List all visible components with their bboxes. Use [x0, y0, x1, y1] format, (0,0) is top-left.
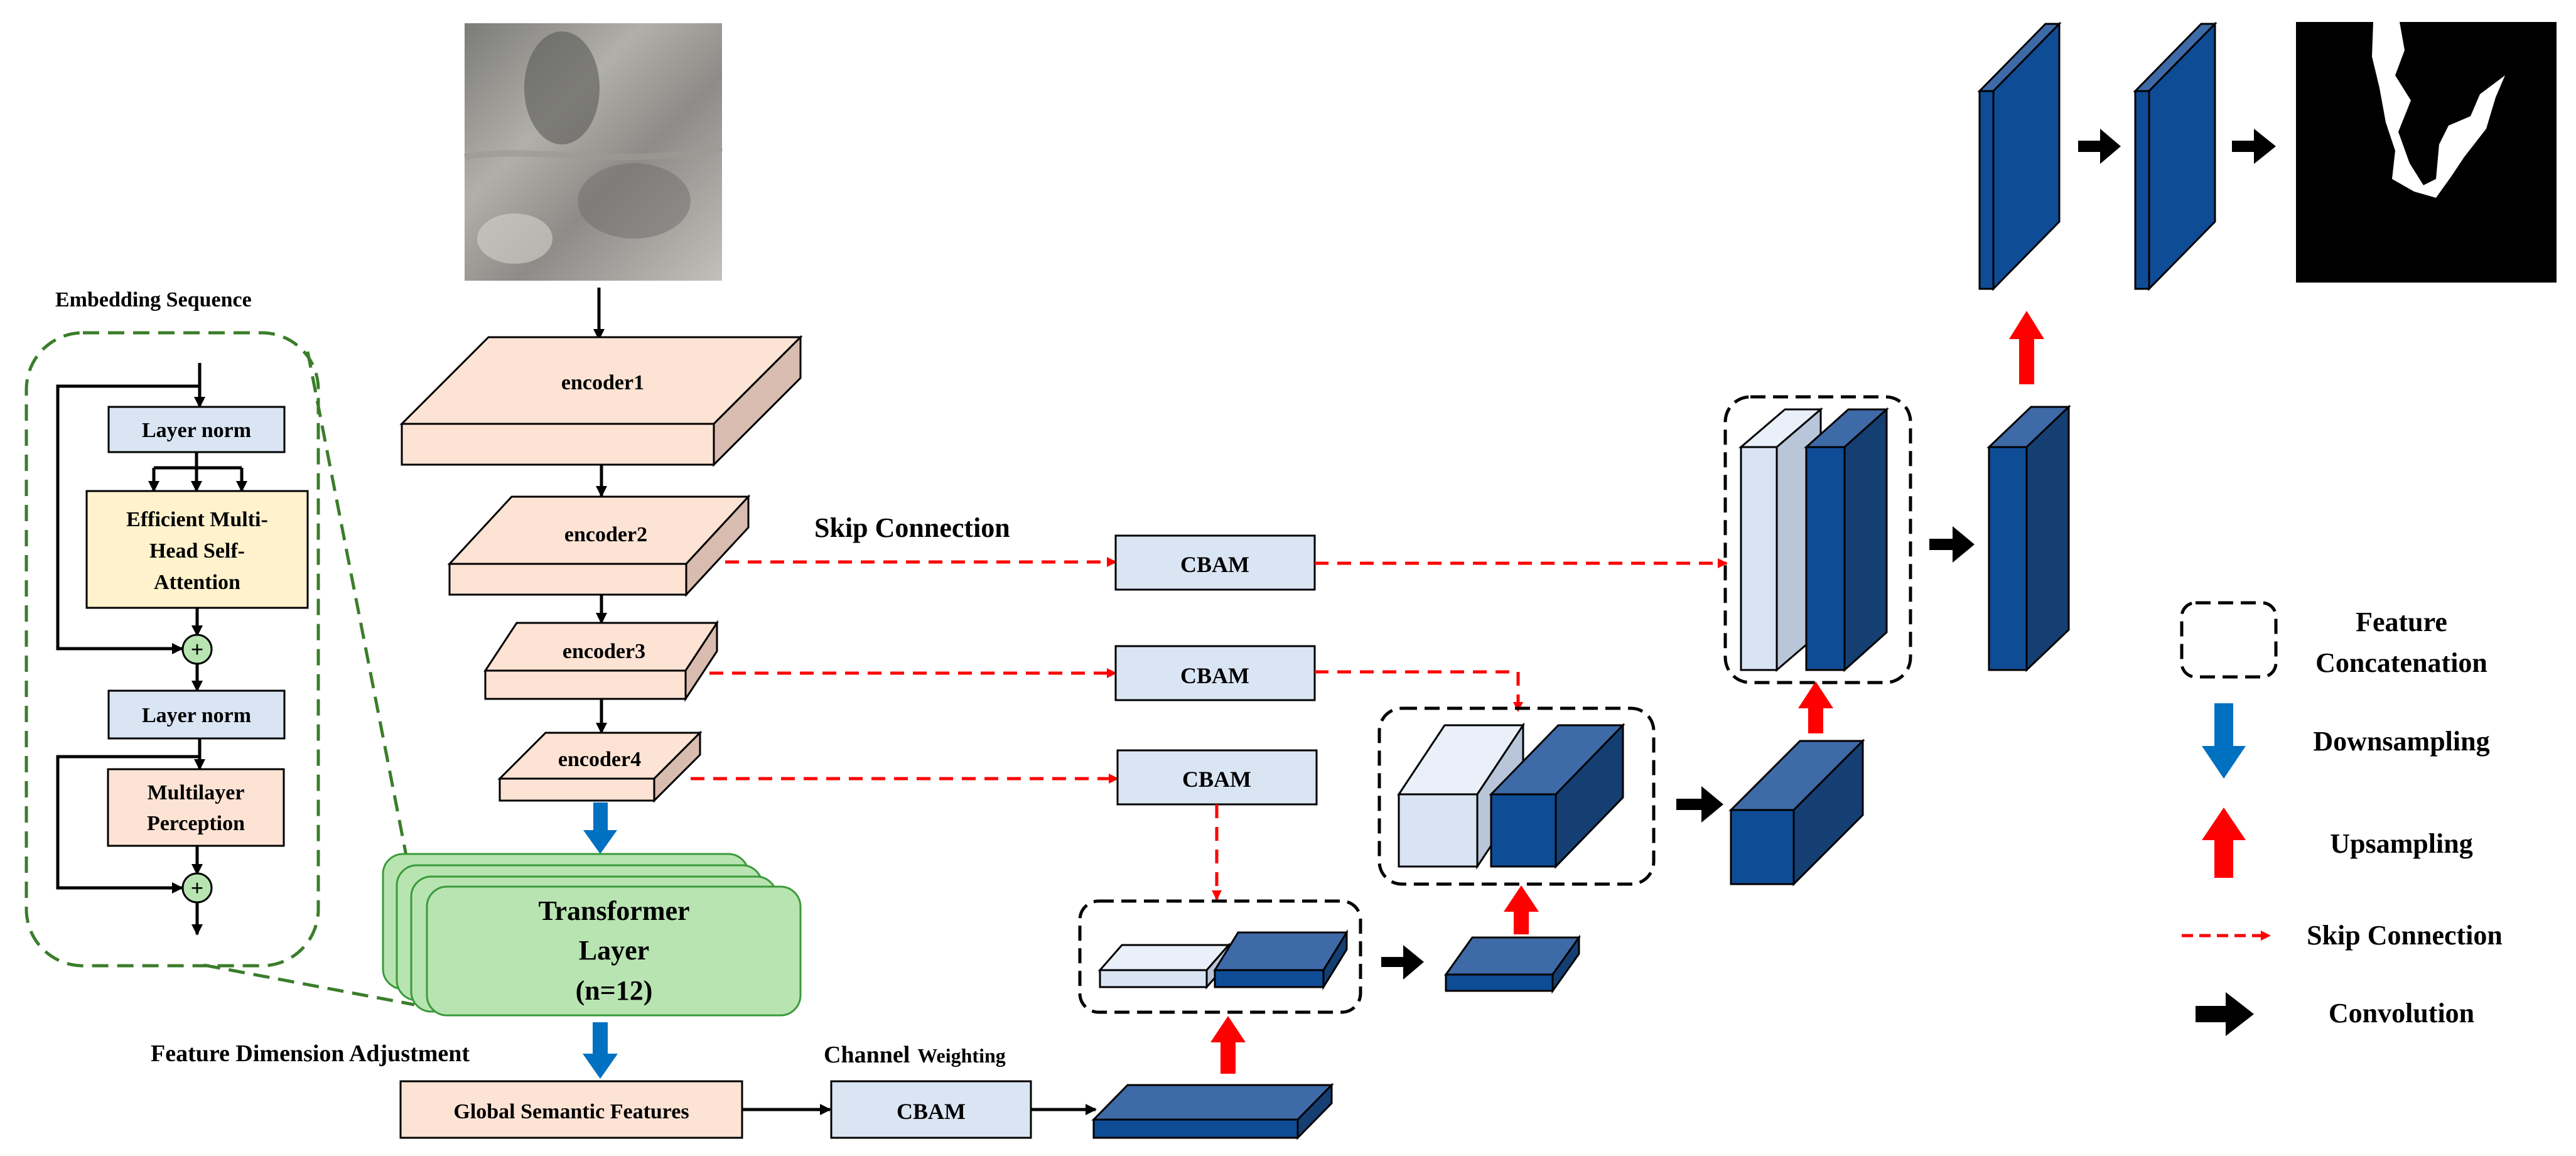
concat-box-2 [1377, 706, 1656, 886]
zoom-line-top [306, 351, 411, 872]
input-image [464, 23, 723, 281]
skip-connection-label: Skip Connection [814, 512, 1010, 543]
decoder2-up-block [1489, 723, 1625, 869]
attention-label-3: Attention [154, 571, 240, 594]
cbam-label-bottom: CBAM [897, 1099, 966, 1124]
mlp-label-2: Perception [147, 812, 245, 835]
decoder1-up-slab [1213, 929, 1349, 991]
downsampling-arrow-1 [583, 802, 617, 854]
zoom-line-bottom [203, 963, 415, 1007]
downsampling-arrow-2 [583, 1022, 618, 1079]
bottom-feature-slab [1091, 1083, 1334, 1140]
encoder1-label: encoder1 [561, 371, 644, 394]
legend-upsampling-label: Upsampling [2330, 828, 2472, 859]
cbam-label-1: CBAM [1180, 552, 1249, 577]
decoder2-out-block [1728, 738, 1865, 887]
layer-norm-label-2: Layer norm [142, 704, 251, 727]
legend-upsampling-arrow [2202, 808, 2246, 878]
legend-concat-label-2: Concatenation [2315, 647, 2487, 678]
cbam-box-2 [1114, 645, 1316, 701]
weighting-label: Weighting [917, 1044, 1005, 1067]
cbam-box-1 [1114, 534, 1316, 591]
convolution-arrow-3 [1929, 526, 1975, 563]
cbam-box-bottom [830, 1080, 1032, 1139]
legend-convolution-label: Convolution [2329, 998, 2474, 1029]
transformer-label-3: (n=12) [576, 975, 653, 1006]
decoder1-skip-slab [1097, 943, 1231, 990]
concat-box-1 [1078, 899, 1362, 1014]
legend-downsampling-label: Downsampling [2313, 726, 2489, 757]
upsampling-arrow-1 [1210, 1016, 1246, 1074]
encoder3-label: encoder3 [563, 640, 645, 663]
convolution-arrow-2 [1676, 786, 1723, 823]
feature-dimension-label: Feature Dimension Adjustment [151, 1040, 470, 1067]
legend-downsampling-arrow [2202, 703, 2246, 779]
encoder4-block [497, 730, 703, 803]
transformer-label-1: Transformer [538, 895, 689, 926]
transformer-label-2: Layer [579, 935, 649, 966]
upsampling-arrow-3 [1798, 681, 1833, 733]
global-features-box [399, 1080, 743, 1139]
legend-convolution-arrow [2196, 992, 2254, 1036]
legend-concat-swatch [2180, 601, 2278, 679]
cbam-label-3: CBAM [1182, 767, 1251, 792]
encoder4-label: encoder4 [558, 748, 641, 771]
legend-concat-label-1: Feature [2356, 607, 2447, 637]
attention-label-1: Efficient Multi- [126, 508, 268, 531]
encoder2-label: encoder2 [564, 523, 647, 546]
mlp-label-1: Multilayer [148, 781, 245, 804]
decoder3-up-block [1804, 407, 1889, 673]
decoder1-out-slab [1444, 934, 1581, 994]
layer-norm-box-1 [107, 406, 286, 453]
convolution-arrow-4 [2078, 129, 2121, 164]
layer-norm-label-1: Layer norm [142, 419, 251, 442]
upsampling-arrow-4 [2009, 311, 2044, 384]
final-slab-1 [1977, 21, 2062, 291]
output-mask-image [2296, 22, 2557, 283]
cbam-label-2: CBAM [1180, 663, 1249, 688]
upsampling-arrow-2 [1504, 885, 1539, 934]
layer-norm-box-2 [107, 689, 286, 740]
residual-add-2-symbol: + [191, 875, 204, 900]
final-slab-2 [2133, 21, 2218, 291]
panel-title: Embedding Sequence [55, 288, 252, 311]
global-features-label: Global Semantic Features [453, 1100, 689, 1123]
convolution-arrow-1 [1381, 945, 1424, 980]
channel-weighting-label: Channel Weighting [824, 1042, 1006, 1068]
encoder1-block [399, 335, 803, 467]
encoder2-block [447, 494, 751, 597]
attention-box [85, 490, 309, 609]
panel-dashed-border [24, 331, 320, 968]
convolution-arrow-5 [2232, 129, 2276, 164]
decoder3-out-block [1986, 404, 2071, 673]
legend-skip-label: Skip Connection [2307, 920, 2503, 951]
residual-add-1-symbol: + [191, 637, 204, 662]
transformer-stack [382, 853, 802, 1017]
attention-label-2: Head Self- [149, 539, 245, 563]
channel-label: Channel [824, 1042, 910, 1068]
encoder3-block [483, 619, 719, 703]
